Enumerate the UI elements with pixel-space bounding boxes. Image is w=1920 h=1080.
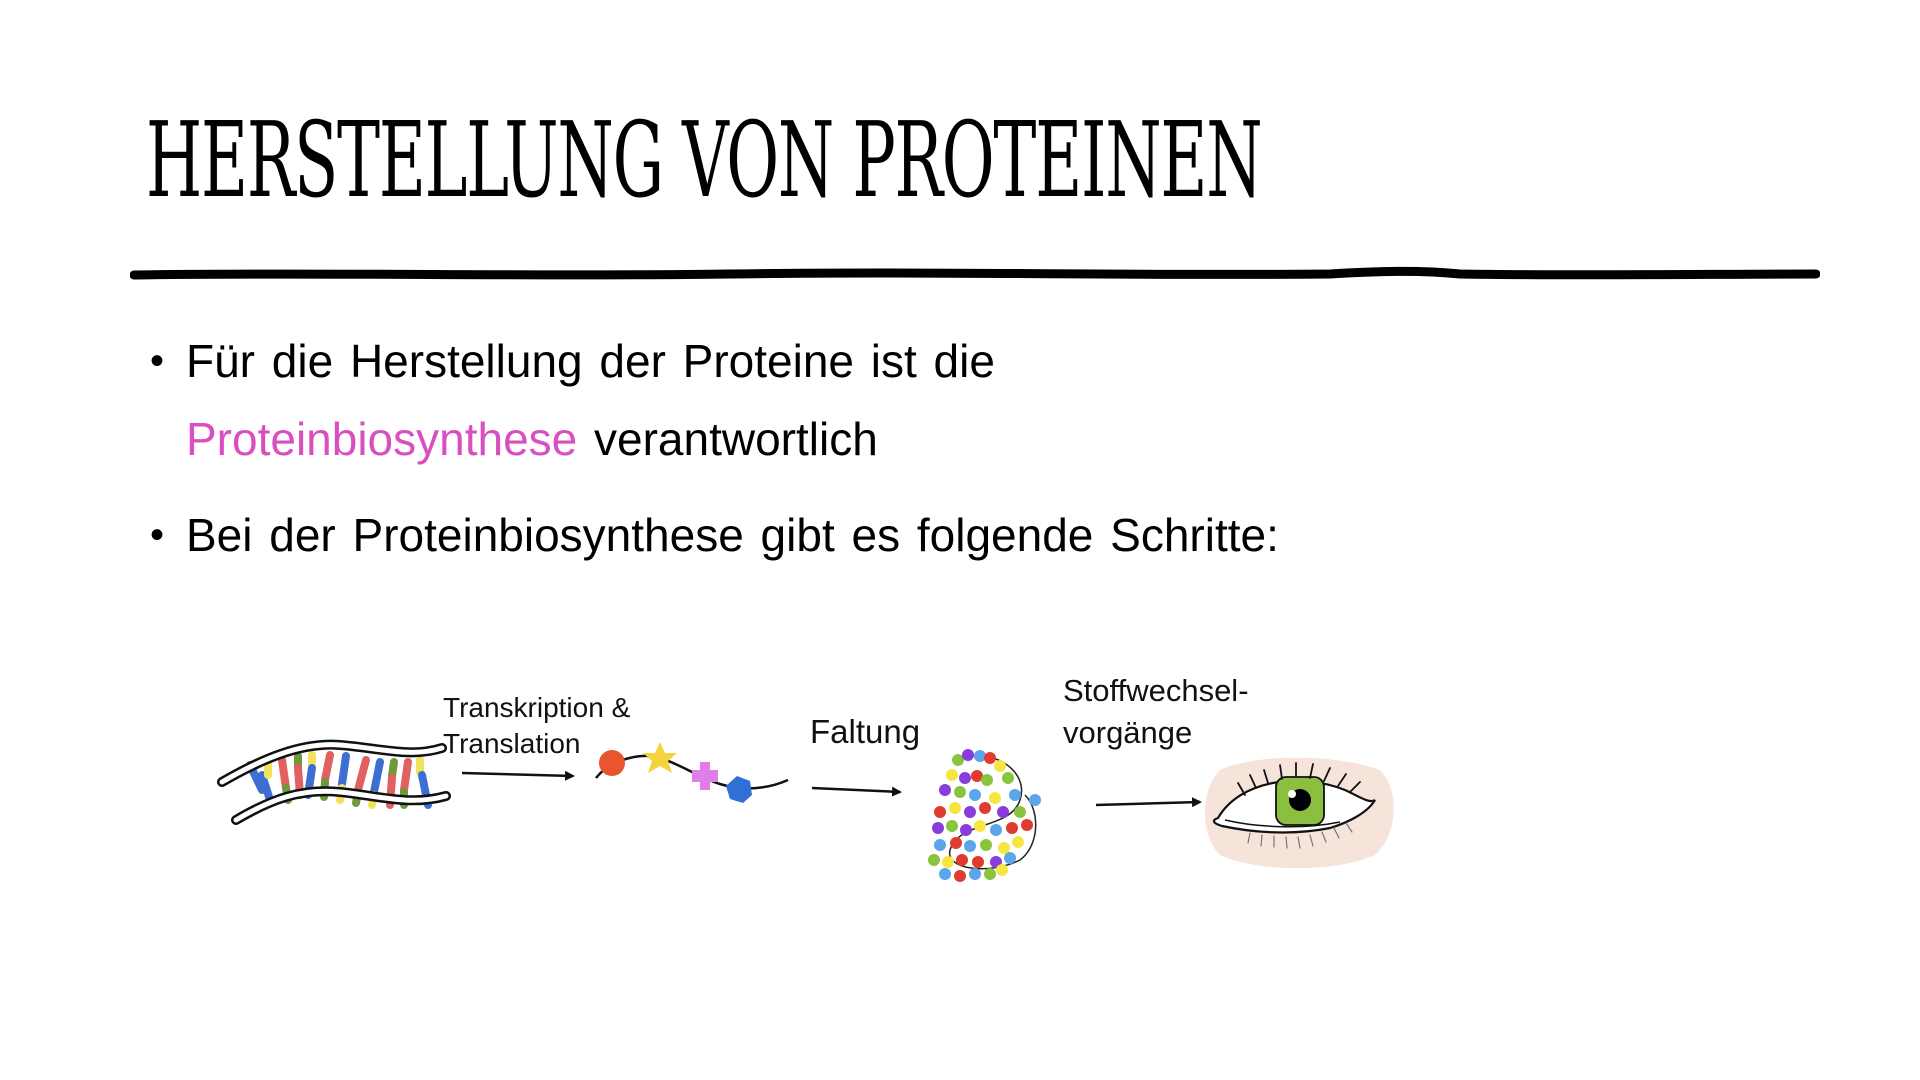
bullet-1-line-2-rest: verantwortlich <box>577 413 878 465</box>
arrow-metabolism <box>1095 797 1202 808</box>
highlighted-term: Proteinbiosynthese <box>186 413 578 465</box>
bullet-marker: • <box>150 339 165 383</box>
slide-title: HERSTELLUNG VON PROTEINEN <box>146 99 1263 221</box>
bullet-1-line-2: Proteinbiosynthese verantwortlich <box>186 400 1279 478</box>
eye-icon <box>1205 757 1394 869</box>
arrow-folding <box>811 786 902 797</box>
bullet-marker: • <box>150 513 165 557</box>
label-faltung: Faltung <box>810 713 921 750</box>
bullet-item-1: • Für die Herstellung der Proteine ist d… <box>148 322 1279 478</box>
label-line-2: Translation <box>443 728 581 759</box>
label-transcription-translation: Transkription & Translation <box>443 690 630 762</box>
bullet-2-text: Bei der Proteinbiosynthese gibt es folge… <box>186 509 1279 561</box>
label-line-2: vorgänge <box>1063 715 1193 750</box>
amino-acid-chain-icon <box>595 742 789 803</box>
dna-double-helix-icon <box>217 739 451 825</box>
folded-protein-icon <box>928 749 1041 882</box>
bullet-item-2: • Bei der Proteinbiosynthese gibt es fol… <box>148 496 1279 574</box>
label-line-1: Stoffwechsel- <box>1063 673 1249 708</box>
bullet-1-line-1: Für die Herstellung der Proteine ist die <box>186 335 995 387</box>
bullet-list: • Für die Herstellung der Proteine ist d… <box>148 322 1279 574</box>
title-underline-rule <box>130 266 1820 280</box>
label-stoffwechselvorgaenge: Stoffwechsel- vorgänge <box>1063 670 1249 754</box>
arrow-transcription-translation <box>461 770 575 781</box>
label-line-1: Transkription & <box>443 692 631 723</box>
